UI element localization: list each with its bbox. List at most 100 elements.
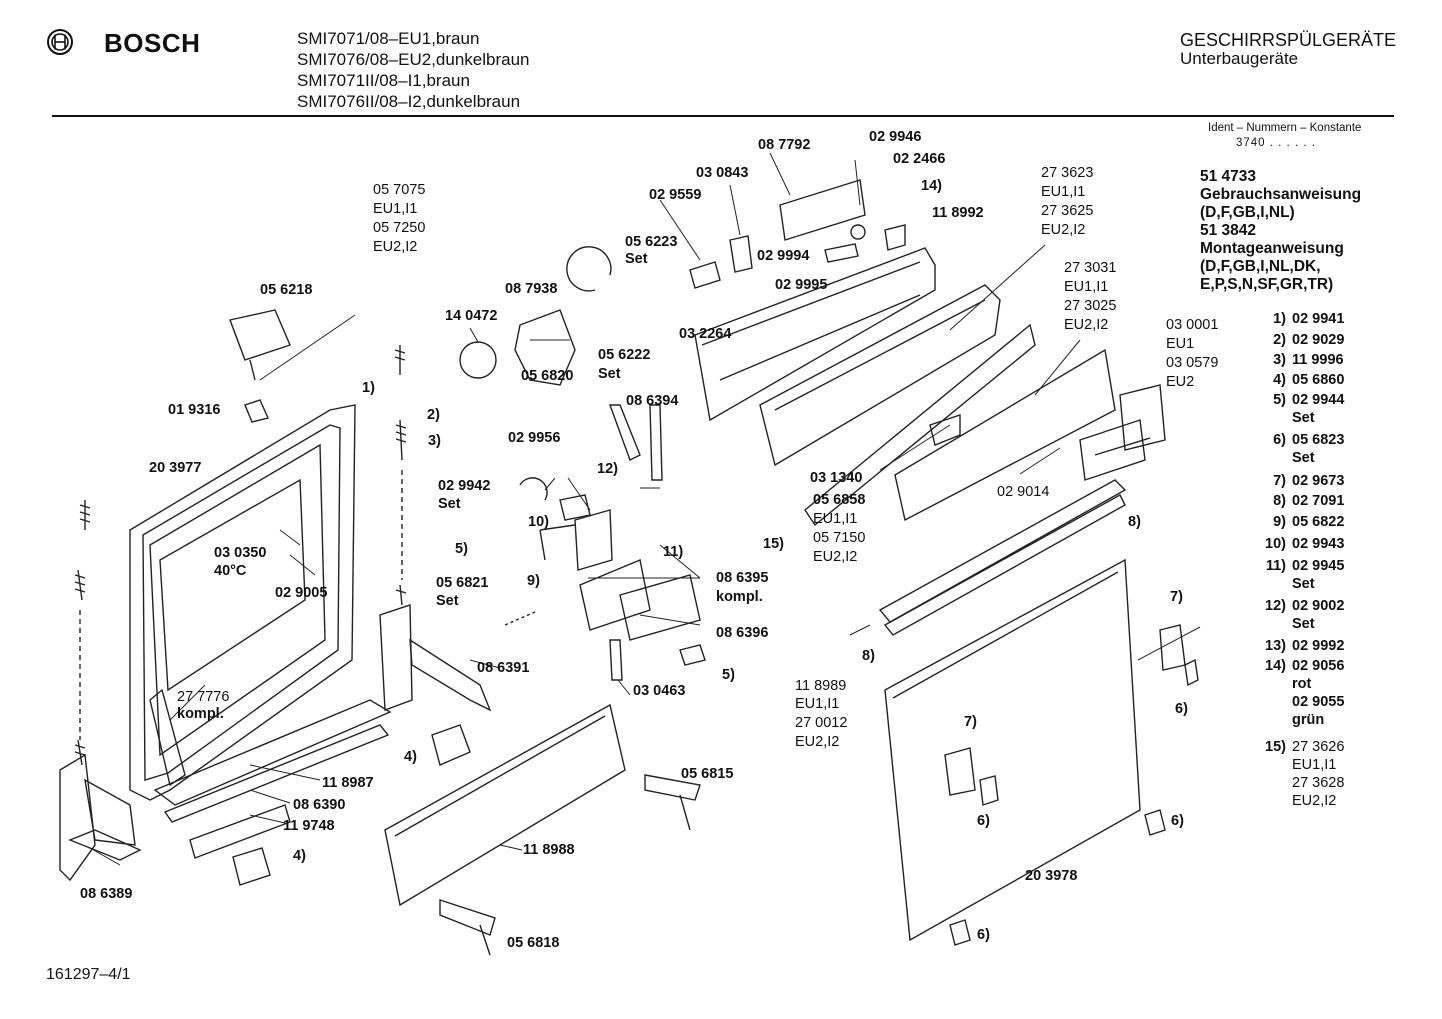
legend-sub: Set [1292, 576, 1315, 592]
block-part [233, 725, 470, 885]
part-label: 14 0472 [445, 308, 498, 324]
part-label: 05 6815 [681, 766, 734, 782]
callout: 4) [404, 749, 417, 765]
part-label: Set [436, 593, 459, 609]
legend-value: 02 9941 [1292, 311, 1345, 327]
doc-name: Montageanweisung [1200, 240, 1344, 257]
part-label: EU2,I2 [795, 734, 840, 750]
model-line: SMI7076II/08–I2,dunkelbraun [297, 92, 521, 111]
part-label: EU1,I1 [1041, 184, 1086, 200]
part-label: Set [438, 496, 461, 512]
part-label: 05 7250 [373, 220, 426, 236]
part-label: 11 9748 [283, 818, 335, 834]
part-label: 03 0843 [696, 165, 749, 181]
part-label: 08 6394 [626, 393, 679, 409]
category-title: GESCHIRRSPÜLGERÄTE [1180, 30, 1397, 50]
leader-lines [90, 153, 1200, 865]
legend-key: 3) [1273, 352, 1286, 368]
part-label: 03 0579 [1166, 355, 1219, 371]
part-label: 03 0463 [633, 683, 686, 699]
part-label: EU1,I1 [373, 201, 418, 217]
legend-key: 14) [1265, 658, 1286, 674]
brand-name: BOSCH [104, 28, 201, 58]
part-label: 02 9942 [438, 478, 491, 494]
legend-key: 2) [1273, 332, 1286, 348]
fitting-part [945, 625, 1198, 945]
legend-row: 1)02 9941 [1250, 310, 1344, 328]
callout: 12) [597, 461, 618, 477]
part-label: 05 6858 [813, 492, 866, 508]
callout: 8) [862, 648, 875, 664]
part-label: EU2 [1166, 374, 1195, 390]
part-label: 08 6391 [477, 660, 530, 676]
legend-key: 10) [1265, 536, 1286, 552]
part-label: 08 6390 [293, 797, 346, 813]
callout: 6) [977, 927, 990, 943]
legend-row: 8)02 7091 [1250, 492, 1344, 510]
legend-sub: grün [1292, 712, 1325, 728]
legend-value: 02 9943 [1292, 536, 1345, 552]
part-label: 05 6223 [625, 234, 678, 250]
legend-value: 05 6822 [1292, 514, 1345, 530]
inner-door-part [130, 405, 355, 800]
legend-key: 15) [1265, 739, 1286, 755]
callout: 5) [722, 667, 735, 683]
legend-value: 02 7091 [1292, 493, 1345, 509]
part-label: 05 6218 [260, 282, 313, 298]
button-part [1080, 385, 1165, 480]
part-label: 27 3625 [1041, 203, 1094, 219]
part-label: 20 3978 [1025, 868, 1078, 884]
legend-value: 02 9992 [1292, 638, 1345, 654]
part-label: EU2,I2 [373, 239, 418, 255]
part-label: 27 0012 [795, 715, 848, 731]
callout: 1) [362, 380, 375, 396]
control-panel-part [695, 248, 935, 420]
legend-key: 4) [1273, 372, 1286, 388]
callout: 9) [527, 573, 540, 589]
part-label: 27 3025 [1064, 298, 1117, 314]
legend-row: 10) 02 9943 [1250, 535, 1344, 553]
part-label: Set [625, 251, 648, 267]
facia-panel-part [895, 350, 1115, 520]
legend-sub: Set [1292, 410, 1315, 426]
ident-value: 3740 . . . . . . [1236, 137, 1316, 149]
part-label: 02 9995 [775, 277, 828, 293]
callout: 10) [528, 514, 549, 530]
callout: 2) [427, 407, 440, 423]
part-label: 02 2466 [893, 151, 946, 167]
part-label: 01 9316 [168, 402, 221, 418]
legend-sub: Set [1292, 616, 1315, 632]
legend-value: 02 9002 [1292, 598, 1345, 614]
part-label: 40°C [214, 563, 247, 579]
part-label: EU2,I2 [813, 549, 858, 565]
legend-row: 7)02 9673 [1250, 472, 1344, 490]
legend-row: 13)02 9992 [1250, 637, 1344, 655]
legend-value: 02 9945 [1292, 558, 1345, 574]
legend-key: 5) [1273, 392, 1286, 408]
part-label: 02 9956 [508, 430, 561, 446]
part-label: 03 1340 [810, 470, 863, 486]
legend-value: 02 9673 [1292, 473, 1345, 489]
facia-panel-part [760, 285, 1035, 525]
part-label: EU2,I2 [1064, 317, 1109, 333]
doc-number: 51 4733 [1200, 168, 1257, 185]
part-label: EU1,I1 [795, 696, 840, 712]
part-label: 02 9559 [649, 187, 702, 203]
model-line: SMI7071II/08–I1,braun [297, 71, 470, 90]
control-part [230, 180, 905, 422]
document-list: 51 4733 Gebrauchsanweisung (D,F,GB,I,NL)… [1200, 168, 1361, 294]
part-label: kompl. [716, 589, 763, 605]
legend-value: 11 9996 [1292, 352, 1344, 368]
part-label: 27 3031 [1064, 260, 1117, 276]
model-list: SMI7071/08–EU1,braun SMI7076/08–EU2,dunk… [297, 28, 530, 112]
legend-key: 11) [1265, 558, 1286, 574]
legend-sub: Set [1292, 450, 1315, 466]
callout: 4) [293, 848, 306, 864]
legend-sub: EU2,I2 [1292, 793, 1337, 809]
part-label: 11 8988 [523, 842, 575, 858]
category-subtitle: Unterbaugeräte [1180, 49, 1299, 68]
part-label: 20 3977 [149, 460, 202, 476]
